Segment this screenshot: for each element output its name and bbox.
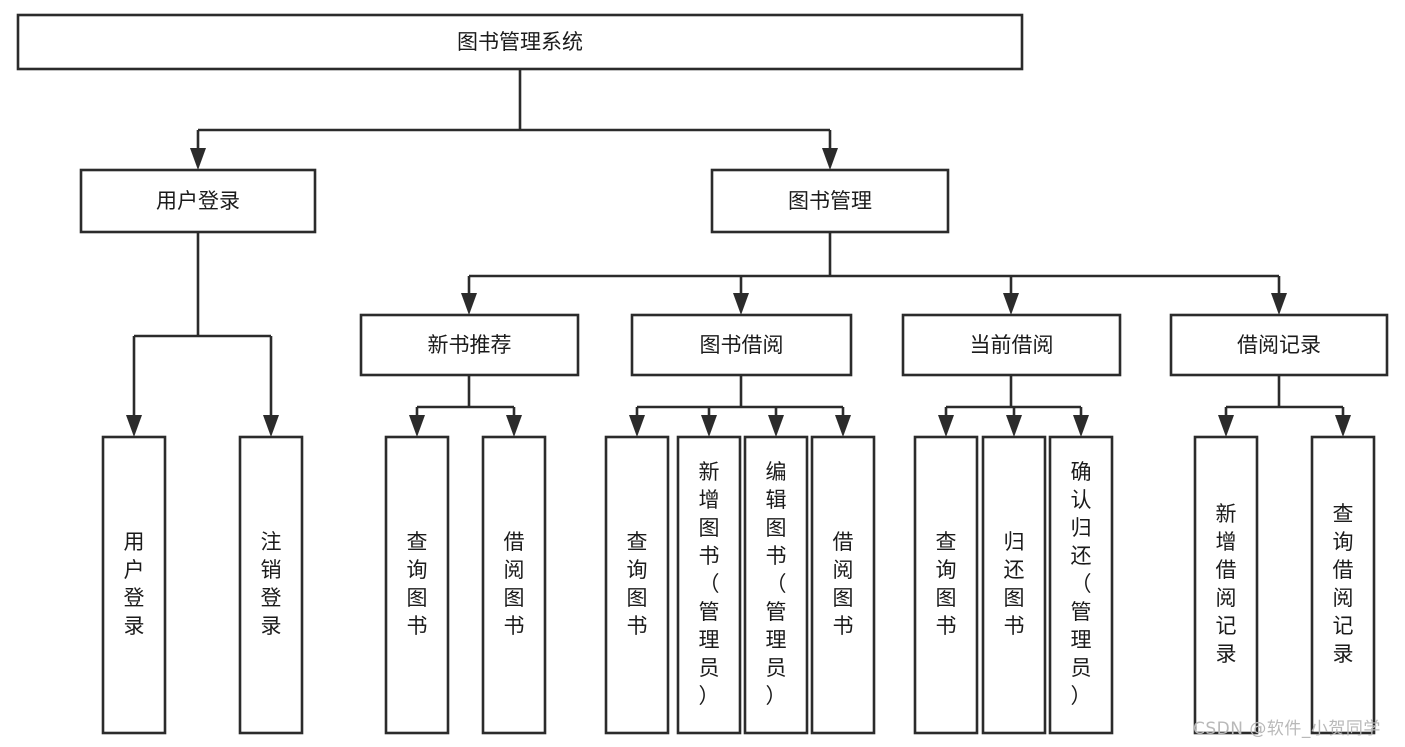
leaf-node-box[interactable]: 归还图书 — [981, 435, 1047, 735]
connector-borrow-to-leaves — [629, 375, 851, 437]
connector-new-book-to-leaves — [409, 375, 522, 437]
leaf-node-label: 查询图书 — [407, 530, 428, 638]
arrow-head-icon — [461, 293, 477, 315]
leaf-node-label: 查询借阅记录 — [1333, 502, 1354, 666]
arrow-head-icon — [409, 415, 425, 437]
leaf-node-box-outline — [981, 435, 1047, 735]
leaf-node-box[interactable]: 新增借阅记录 — [1193, 435, 1259, 735]
leaf-node-label: 新增图书（管理员） — [699, 460, 720, 708]
leaf-node-label: 归还图书 — [1004, 530, 1025, 638]
leaf-node-box[interactable]: 确认归还（管理员） — [1048, 435, 1114, 735]
level3-node-box-outline — [1169, 313, 1389, 377]
arrow-head-icon — [1073, 415, 1089, 437]
leaf-node-box-outline — [1193, 435, 1259, 735]
level3-node-box[interactable]: 图书借阅 — [630, 313, 853, 377]
level2-node-label: 图书管理 — [788, 189, 872, 213]
arrow-head-icon — [190, 148, 206, 170]
leaf-node-box[interactable]: 借阅图书 — [481, 435, 547, 735]
leaf-node-box[interactable]: 用户登录 — [101, 435, 167, 735]
level3-node-box[interactable]: 当前借阅 — [901, 313, 1122, 377]
leaf-node-box-outline — [604, 435, 670, 735]
connector-current-borrow-to-leaves — [938, 375, 1089, 437]
leaf-node-box-outline — [481, 435, 547, 735]
connector-user-login-to-leaves — [126, 232, 279, 437]
arrow-head-icon — [1335, 415, 1351, 437]
arrow-head-icon — [1271, 293, 1287, 315]
leaf-node-box[interactable]: 查询借阅记录 — [1310, 435, 1376, 735]
leaf-node-label: 用户登录 — [124, 530, 145, 638]
level2-node-box-outline — [79, 168, 317, 234]
arrow-head-icon — [1003, 293, 1019, 315]
leaf-node-box-outline — [1048, 435, 1114, 735]
leaf-node-box[interactable]: 借阅图书 — [810, 435, 876, 735]
leaf-node-label: 借阅图书 — [833, 530, 854, 638]
arrow-head-icon — [1218, 415, 1234, 437]
level3-node-label: 新书推荐 — [428, 333, 512, 357]
leaf-node-label: 编辑图书（管理员） — [766, 460, 787, 708]
leaf-node-label: 注销登录 — [261, 530, 282, 638]
leaf-node-box-outline — [101, 435, 167, 735]
leaf-node-box-outline — [913, 435, 979, 735]
level2-node-box[interactable]: 用户登录 — [79, 168, 317, 234]
leaf-node-box-outline — [676, 435, 742, 735]
root-node-box-outline — [16, 13, 1024, 71]
level3-node-label: 借阅记录 — [1237, 333, 1321, 357]
leaf-node-label: 新增借阅记录 — [1216, 502, 1237, 666]
level3-node-box-outline — [630, 313, 853, 377]
arrow-head-icon — [629, 415, 645, 437]
level2-node-box-outline — [710, 168, 950, 234]
connector-book-mgmt-to-level3 — [461, 232, 1287, 315]
leaf-node-label: 确认归还（管理员） — [1071, 460, 1092, 708]
leaf-node-box-outline — [238, 435, 304, 735]
level3-node-box-outline — [901, 313, 1122, 377]
leaf-node-box-outline — [1310, 435, 1376, 735]
arrow-head-icon — [835, 415, 851, 437]
level3-node-label: 当前借阅 — [970, 333, 1054, 357]
arrow-head-icon — [126, 415, 142, 437]
arrow-head-icon — [768, 415, 784, 437]
leaf-node-box-outline — [810, 435, 876, 735]
arrow-head-icon — [1006, 415, 1022, 437]
level2-node-label: 用户登录 — [156, 189, 240, 213]
arrow-head-icon — [506, 415, 522, 437]
leaf-node-box[interactable]: 编辑图书（管理员） — [743, 435, 809, 735]
connector-layer — [126, 69, 1351, 437]
arrow-head-icon — [263, 415, 279, 437]
leaf-node-box-outline — [384, 435, 450, 735]
root-node-box[interactable]: 图书管理系统 — [16, 13, 1024, 71]
connector-root-to-level2 — [190, 69, 838, 170]
level3-node-box[interactable]: 借阅记录 — [1169, 313, 1389, 377]
arrow-head-icon — [733, 293, 749, 315]
leaf-node-box[interactable]: 查询图书 — [384, 435, 450, 735]
leaf-node-box[interactable]: 注销登录 — [238, 435, 304, 735]
leaf-node-box[interactable]: 查询图书 — [913, 435, 979, 735]
leaf-node-box[interactable]: 查询图书 — [604, 435, 670, 735]
arrow-head-icon — [822, 148, 838, 170]
arrow-head-icon — [701, 415, 717, 437]
leaf-node-box-outline — [743, 435, 809, 735]
level3-node-box[interactable]: 新书推荐 — [359, 313, 580, 377]
level3-node-box-outline — [359, 313, 580, 377]
leaf-node-label: 查询图书 — [936, 530, 957, 638]
root-node-label: 图书管理系统 — [457, 30, 583, 54]
leaf-node-box[interactable]: 新增图书（管理员） — [676, 435, 742, 735]
arrow-head-icon — [938, 415, 954, 437]
watermark-label: CSDN @软件_小贺同学 — [1193, 719, 1381, 739]
level2-node-box[interactable]: 图书管理 — [710, 168, 950, 234]
leaf-node-label: 查询图书 — [627, 530, 648, 638]
connector-records-to-leaves — [1218, 375, 1351, 437]
leaf-node-label: 借阅图书 — [504, 530, 525, 638]
level3-node-label: 图书借阅 — [700, 333, 784, 357]
